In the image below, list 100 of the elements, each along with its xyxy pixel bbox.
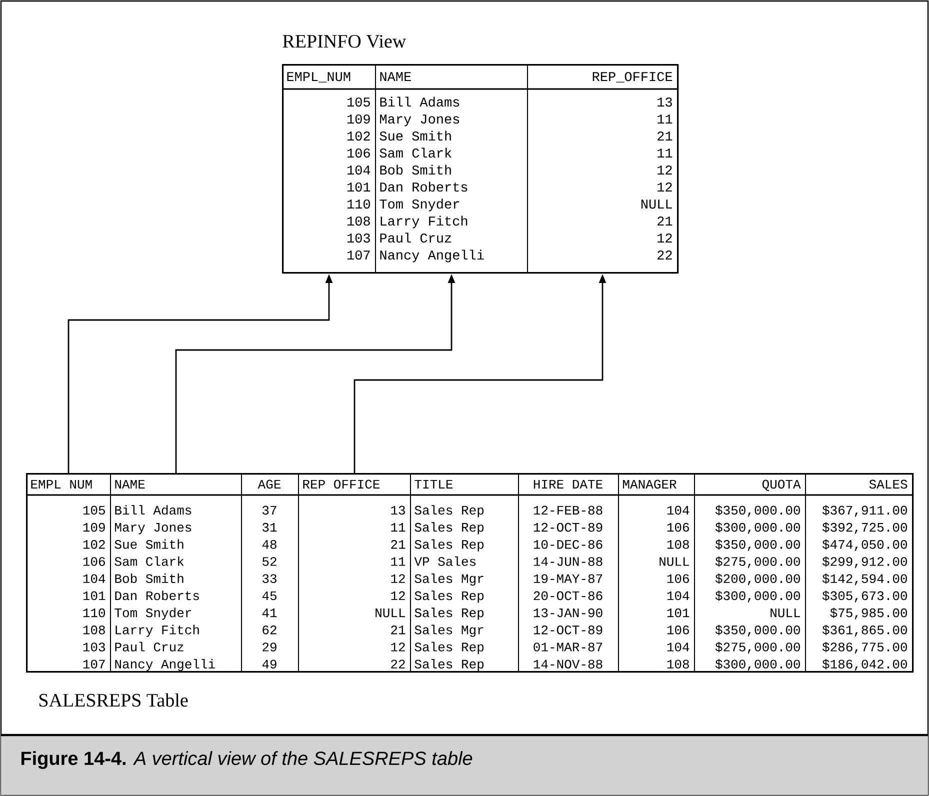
table-cell: 106 [83, 557, 105, 566]
table-cell: Sales Rep [414, 522, 484, 534]
table-cell: 62 [262, 626, 276, 634]
table-cell: 104 [347, 165, 370, 175]
table-cell: NULL [641, 200, 672, 209]
table-cell: 13-JAN-90 [534, 608, 602, 618]
table-cell: 105 [347, 97, 370, 107]
table-cell: 107 [347, 250, 370, 260]
table-cell: Paul Cruz [115, 642, 184, 652]
table-cell: Bob Smith [380, 164, 451, 175]
table-cell: 109 [83, 522, 105, 532]
table-cell: $75,985.00 [830, 608, 907, 620]
table-cell: Larry Fitch [116, 624, 199, 637]
table-cell: Tom Snyder [114, 608, 192, 620]
table-cell: $286,775.00 [822, 642, 907, 654]
column-header: QUOTA [694, 480, 805, 496]
table-cell: Sales Mgr [414, 624, 484, 637]
table-cell: Dan Roberts [115, 590, 199, 600]
table-cell: Mary Jones [115, 523, 192, 534]
table-cell: Sam Clark [380, 148, 452, 158]
table-cell: 21 [658, 131, 672, 140]
table-cell: 104 [667, 506, 690, 515]
table-cell: Bill Adams [115, 505, 192, 515]
table-cell: Sales Rep [414, 642, 484, 654]
table-cell: 10-DEC-86 [534, 540, 602, 549]
table-cell: 103 [347, 233, 370, 243]
table-cell: Sales Mgr [414, 573, 484, 586]
table-cell: 106 [667, 522, 689, 532]
table-cell: 110 [83, 608, 105, 618]
table-cell: 105 [83, 506, 105, 515]
table-cell: 101 [667, 608, 690, 618]
table-cell: $350,000.00 [715, 624, 800, 637]
table-cell: 13 [391, 506, 405, 515]
table-cell: 11 [658, 148, 672, 158]
table-cell: NULL [770, 608, 800, 618]
table-cell: 12 [658, 182, 672, 192]
table-cell: Tom Snyder [380, 198, 459, 212]
table-cell: 48 [262, 540, 276, 549]
table-cell: 12-FEB-88 [534, 506, 602, 515]
table-cell: $275,000.00 [715, 556, 800, 568]
table-cell: 104 [83, 574, 106, 584]
column-header: MANAGER [618, 480, 694, 496]
table-cell: 11 [391, 557, 406, 566]
table-cell: 103 [83, 642, 105, 652]
table-cell: 22 [391, 660, 405, 668]
column-header: REP OFFICE [298, 480, 410, 496]
table-cell: 22 [658, 250, 672, 260]
table-cell: Sam Clark [114, 556, 184, 566]
table-cell: $300,000.00 [715, 522, 800, 534]
figure-caption: Figure 14-4. A vertical view of the SALESREPS table [21, 751, 472, 769]
table-cell: 107 [83, 660, 105, 669]
table-cell: Sales Rep [414, 658, 484, 672]
table-cell: 108 [83, 626, 105, 634]
column-header: TITLE [410, 480, 518, 496]
table-cell: 41 [262, 608, 277, 618]
table-title: REPINFO View [282, 34, 406, 48]
table-cell: 21 [391, 626, 406, 634]
table-cell: 106 [347, 148, 370, 158]
table-cell: 13 [658, 97, 672, 107]
table-cell: $474,050.00 [822, 539, 907, 552]
table-cell: 33 [262, 574, 276, 584]
table-cell: $300,000.00 [715, 590, 800, 602]
column-header: EMPL NUM [26, 480, 110, 496]
table-cell: 12 [391, 591, 405, 600]
table-cell: 12 [658, 233, 672, 242]
table-cell: 101 [347, 182, 370, 192]
column-header: EMPL_NUM [282, 72, 375, 90]
table-cell: 110 [347, 199, 370, 209]
table-cell: 102 [83, 540, 105, 549]
table-cell: NULL [660, 557, 689, 566]
table-cell: 11 [658, 114, 672, 124]
table-title: SALESREPS Table [39, 693, 188, 707]
table-cell: 49 [262, 660, 276, 669]
table-cell: $392,725.00 [822, 522, 907, 534]
column-header: SALES [805, 480, 912, 496]
table-cell: 31 [262, 522, 277, 532]
table-cell: $142,594.00 [822, 574, 907, 586]
table-cell: 12 [391, 642, 405, 652]
table-cell: Sales Rep [414, 539, 484, 552]
table-cell: 106 [667, 574, 689, 584]
table-cell: 21 [658, 216, 672, 226]
table-cell: 20-OCT-86 [534, 591, 602, 600]
table-cell: $275,000.00 [715, 642, 800, 654]
table-cell: Sue Smith [114, 539, 184, 549]
table-cell: Mary Jones [380, 114, 460, 126]
table-cell: Nancy Angelli [380, 250, 484, 262]
table-cell: Sales Rep [414, 608, 484, 620]
column-header: REP_OFFICE [527, 72, 677, 90]
column-header: HIRE DATE [518, 480, 618, 496]
column-header: NAME [110, 480, 241, 496]
table-cell: Dan Roberts [380, 182, 468, 192]
table-cell: Sue Smith [380, 130, 451, 141]
table-cell: 12 [391, 574, 405, 583]
table-cell: 21 [391, 540, 406, 549]
table-cell: 101 [83, 591, 106, 600]
table-cell: 109 [347, 114, 370, 124]
table-cell: $350,000.00 [715, 539, 800, 552]
table-cell: Bob Smith [115, 573, 184, 584]
table-cell: 19-MAY-87 [534, 574, 602, 584]
table-cell: Bill Adams [380, 96, 460, 107]
